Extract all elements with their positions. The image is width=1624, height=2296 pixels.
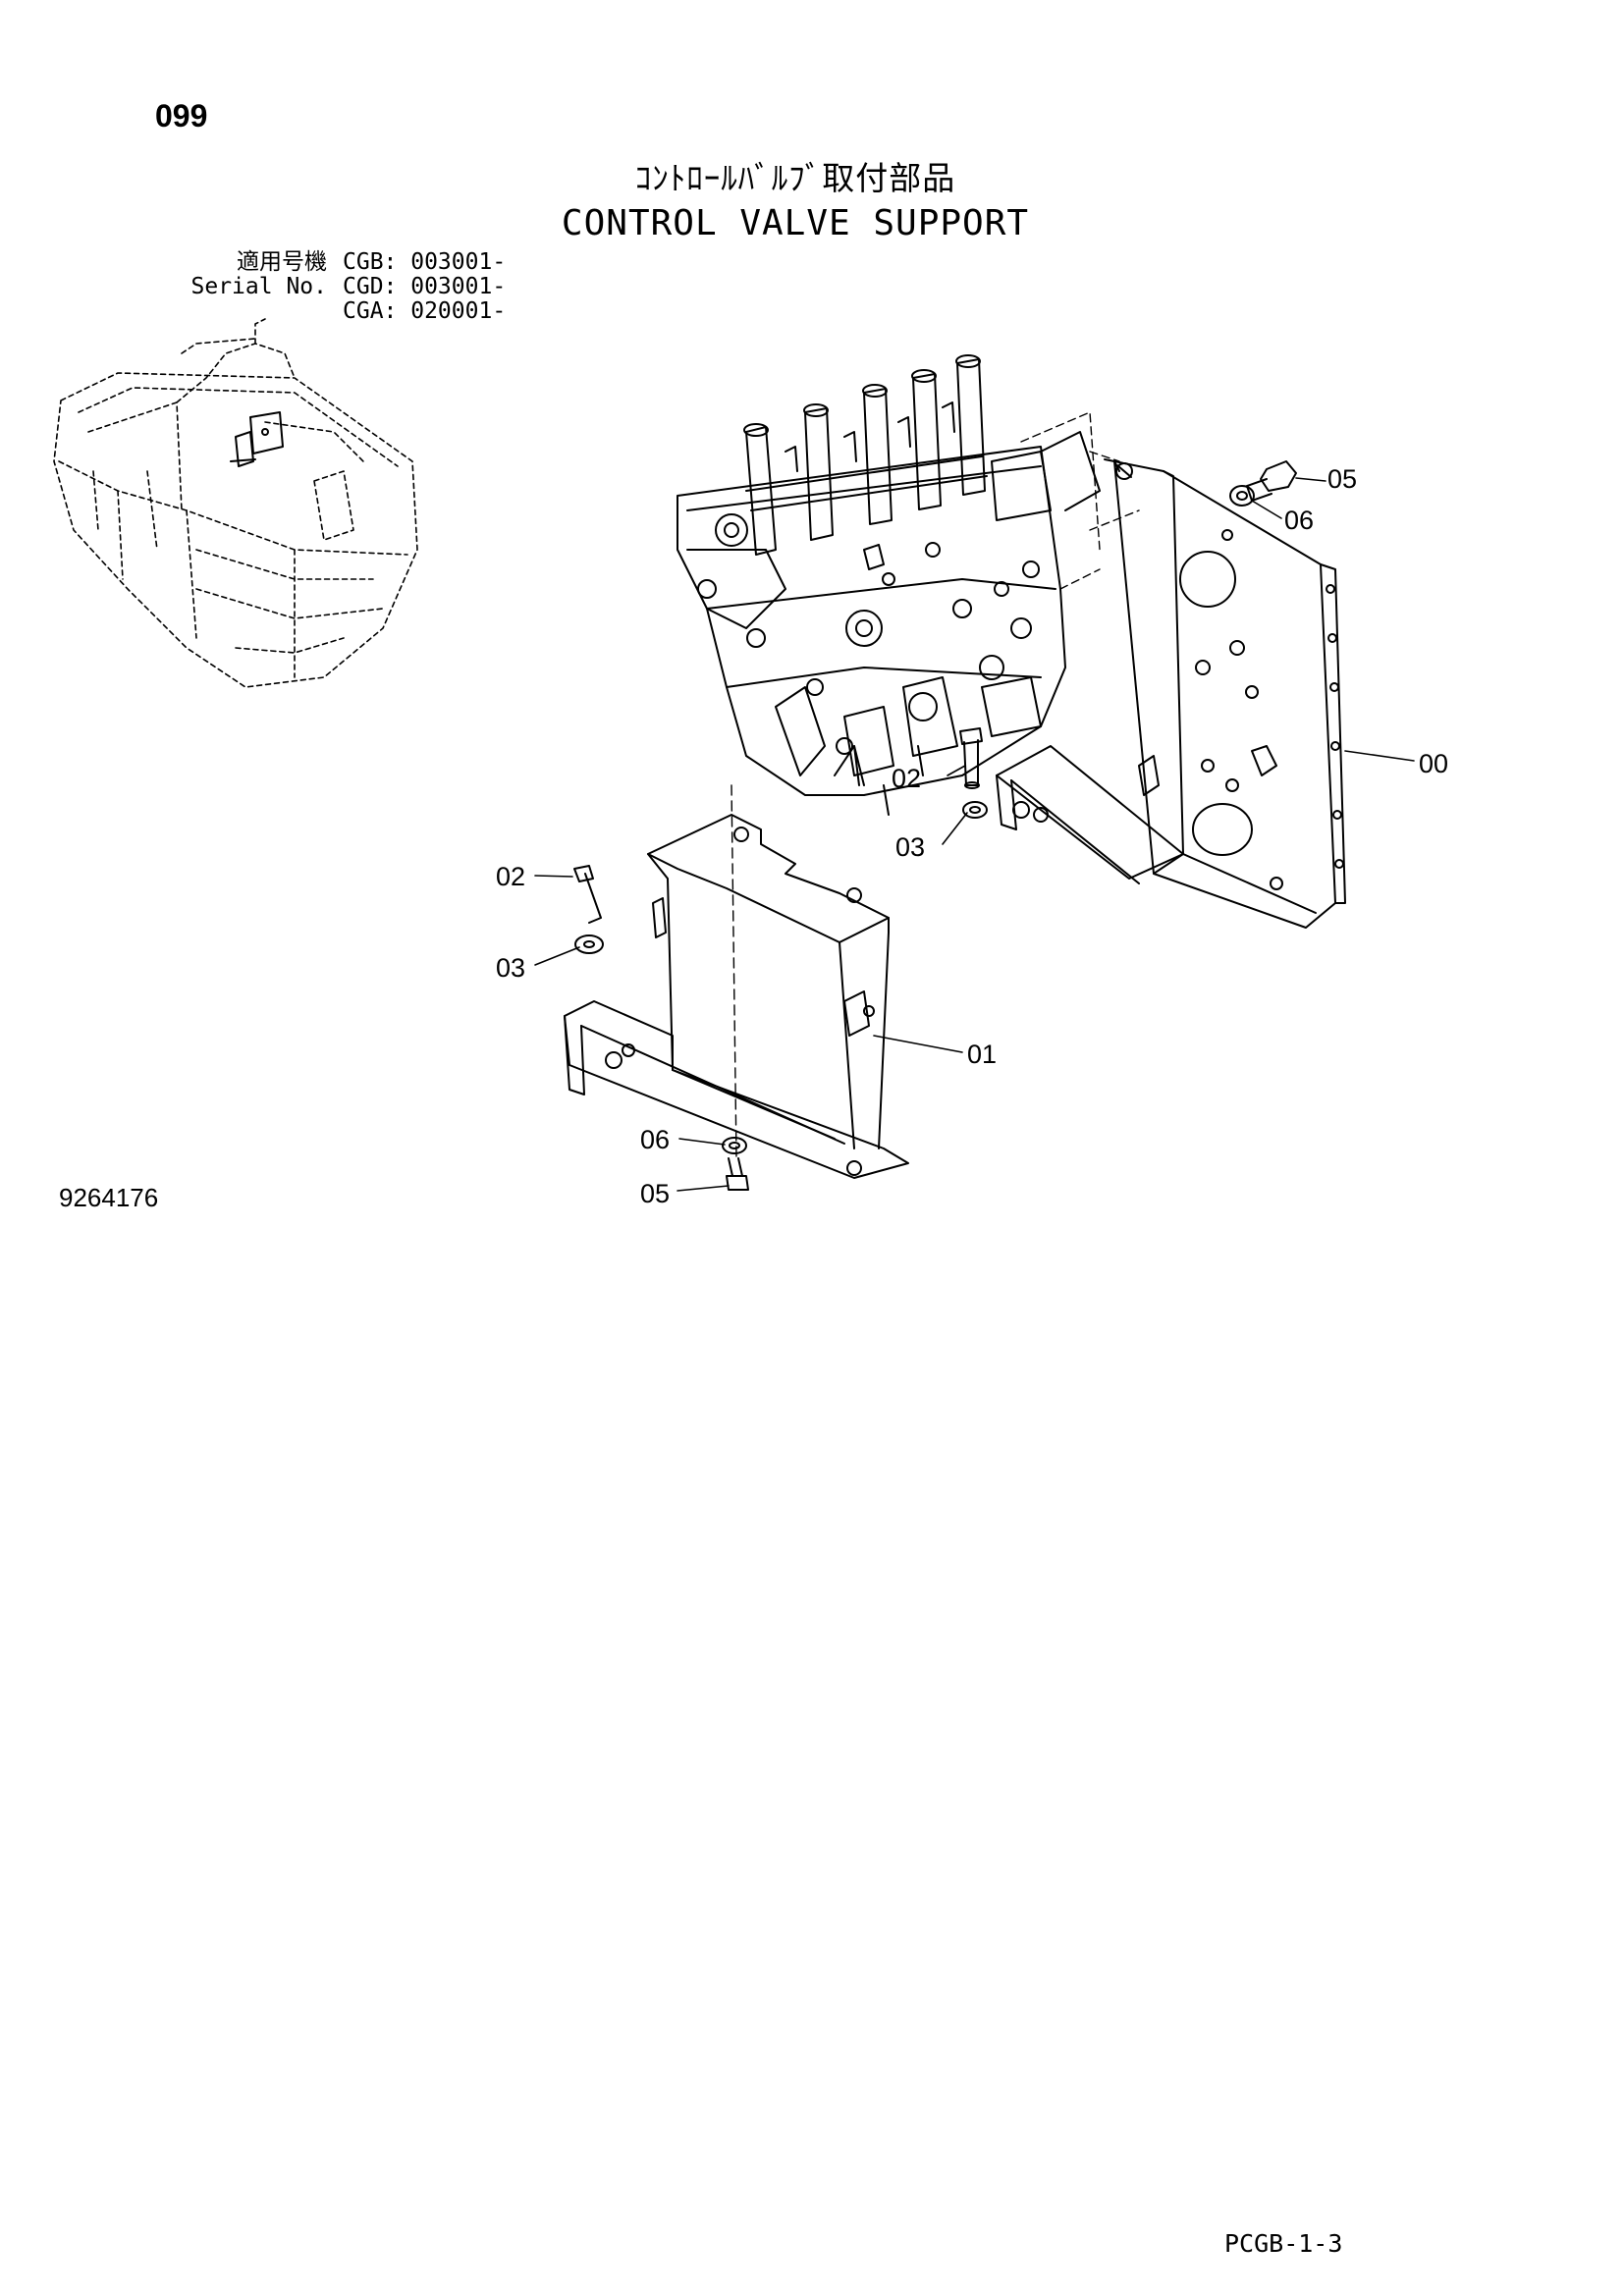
callout-05-top: 05 xyxy=(1327,464,1358,494)
callout-06-top: 06 xyxy=(1284,506,1315,535)
serial-label-jp: 適用号機 xyxy=(237,249,327,275)
drawing-number: 9264176 xyxy=(59,1183,159,1212)
footer-code: PCGB-1-3 xyxy=(1224,2229,1343,2258)
bolt-05-top-icon xyxy=(1229,460,1297,507)
bracket-01-icon xyxy=(564,814,909,1179)
callout-06-bottom: 06 xyxy=(640,1125,671,1154)
title-english: CONTROL VALVE SUPPORT xyxy=(561,203,1030,243)
callout-02-upper: 02 xyxy=(892,764,922,793)
bolt-02-upper-icon xyxy=(959,727,988,819)
leader-lines xyxy=(534,477,1415,1192)
serial-model-cga: CGA: 020001- xyxy=(343,298,507,324)
locator-highlight-icon xyxy=(230,411,284,467)
page-number: 099 xyxy=(155,98,208,133)
callout-01: 01 xyxy=(967,1040,998,1069)
title-japanese: ｺﾝﾄﾛｰﾙﾊﾞﾙﾌﾞ取付部品 xyxy=(634,159,956,197)
serial-label-en: Serial No. xyxy=(190,274,327,299)
assembly-centerline xyxy=(731,784,737,1159)
callout-00: 00 xyxy=(1419,749,1449,778)
callout-02-left: 02 xyxy=(496,862,526,891)
control-valve-icon xyxy=(677,354,1140,816)
callout-03-left: 03 xyxy=(496,953,526,983)
bolt-05-bottom-icon xyxy=(722,1137,749,1191)
callout-03-upper: 03 xyxy=(895,832,926,862)
machine-locator-icon xyxy=(53,318,418,688)
serial-model-cgb: CGB: 003001- xyxy=(343,249,507,275)
callout-05-bottom: 05 xyxy=(640,1179,671,1208)
title-block: ｺﾝﾄﾛｰﾙﾊﾞﾙﾌﾞ取付部品 CONTROL VALVE SUPPORT xyxy=(550,152,1041,243)
bracket-00-icon xyxy=(996,458,1346,929)
serial-model-cgd: CGD: 003001- xyxy=(343,274,507,299)
bolt-02-left-icon xyxy=(573,865,604,954)
